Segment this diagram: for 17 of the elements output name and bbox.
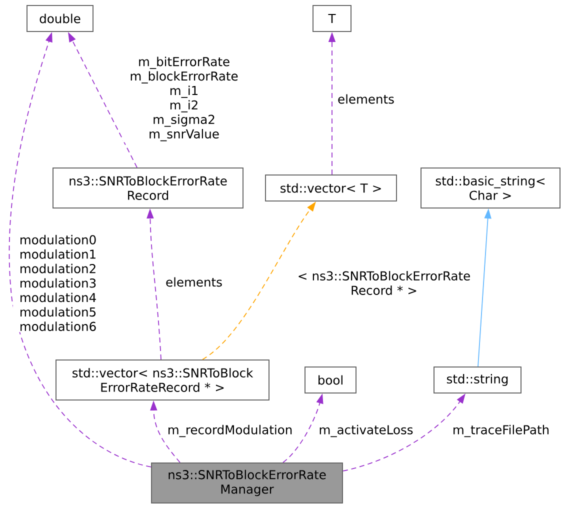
edge-label: m_traceFilePath bbox=[451, 424, 551, 438]
class-box: T bbox=[312, 5, 352, 32]
edge-label: m_bitErrorRate m_blockErrorRate m_i1 m_i2 m_sigma2 m_snrValue bbox=[123, 56, 245, 142]
edge-label: elements bbox=[164, 276, 224, 288]
class-box: std::vector< T > bbox=[265, 174, 397, 202]
class-box: ns3::SNRToBlockErrorRate Manager bbox=[151, 462, 343, 504]
class-box: double bbox=[26, 5, 94, 32]
class-box: std::string bbox=[434, 366, 522, 394]
class-box: ns3::SNRToBlockErrorRate Record bbox=[52, 168, 244, 208]
edge-label: elements bbox=[336, 93, 396, 105]
edge-label: m_activateLoss bbox=[318, 424, 414, 438]
edge-label: m_recordModulation bbox=[166, 424, 294, 438]
class-box: std::basic_string< Char > bbox=[420, 168, 560, 208]
edge-label: < ns3::SNRToBlockErrorRate Record * > bbox=[288, 270, 480, 296]
edge-label: modulation0 modulation1 modulation2 modulation3 modulation4 modulation5 modulation6 bbox=[13, 234, 103, 332]
class-box: std::vector< ns3::SNRToBlock ErrorRateRecord * > bbox=[56, 360, 270, 400]
class-box: bool bbox=[304, 366, 356, 394]
